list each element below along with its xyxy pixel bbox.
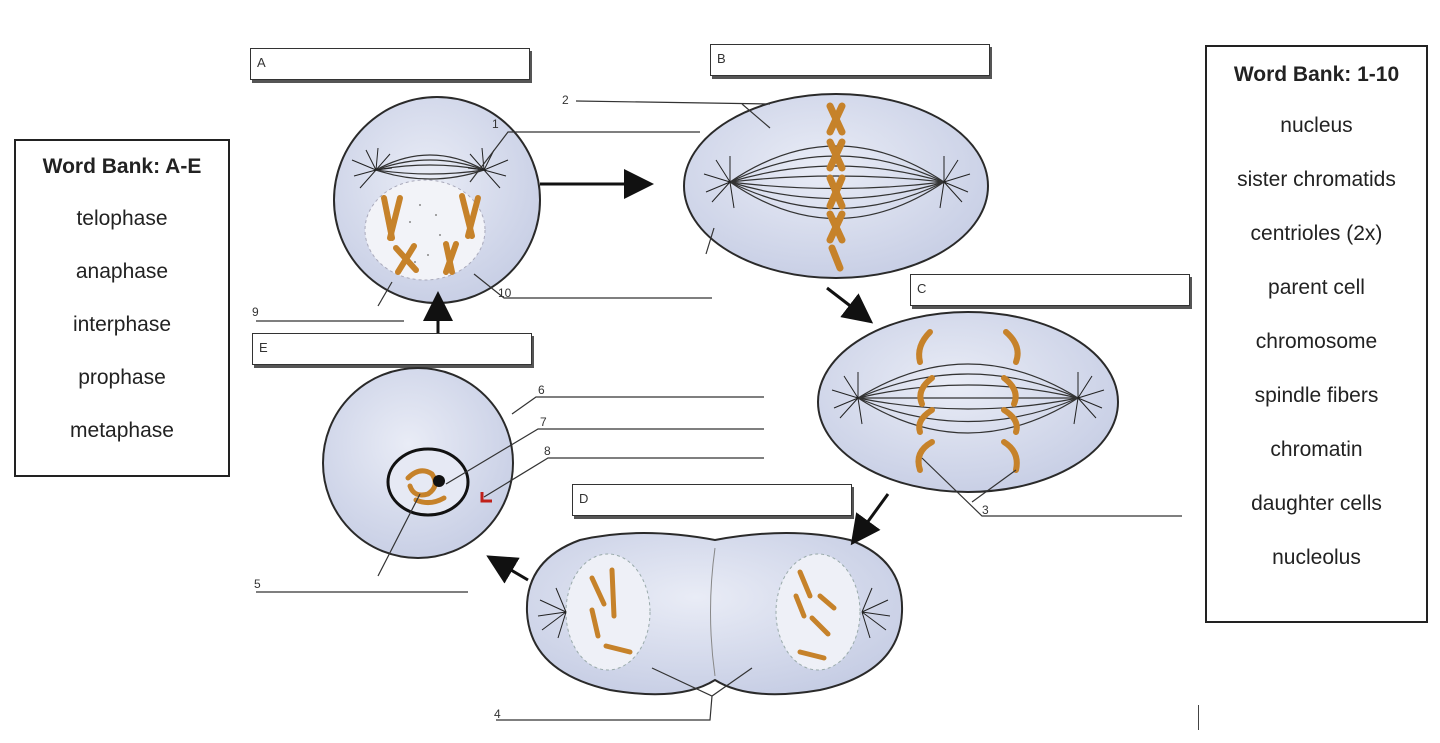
stage-d-answer-box[interactable]: D [572,484,852,516]
cell-b [683,93,989,279]
word-bank-a-e: Word Bank: A-E telophase anaphase interp… [14,139,230,477]
label-number-2: 2 [562,93,569,107]
label-number-8: 8 [544,444,551,458]
word-bank-1-10: Word Bank: 1-10 nucleus sister chromatid… [1205,45,1428,623]
stage-b-answer-box[interactable]: B [710,44,990,76]
text-cursor [1198,705,1199,730]
label-number-3: 3 [982,503,989,517]
word-bank-item: nucleus [1280,114,1353,137]
word-bank-item: parent cell [1268,276,1365,299]
label-number-6: 6 [538,383,545,397]
cell-d [525,532,904,696]
nucleolus-e [433,475,445,487]
word-bank-1-10-title: Word Bank: 1-10 [1233,63,1400,86]
stage-c-answer-box[interactable]: C [910,274,1190,306]
cell-a [333,96,541,304]
cell-e [322,367,514,559]
stage-e-letter: E [259,340,268,355]
stage-c-letter: C [917,281,927,296]
label-number-9: 9 [252,305,259,319]
stage-b-letter: B [717,51,726,66]
cycle-arrows [423,169,890,584]
word-bank-item: metaphase [70,419,174,442]
centriole-icon [480,492,492,503]
word-bank-item: sister chromatids [1237,168,1396,191]
label-number-10: 10 [498,286,512,300]
word-bank-a-e-title: Word Bank: A-E [42,155,202,178]
word-bank-item: interphase [72,313,172,336]
word-bank-item: chromatin [1270,438,1363,461]
word-bank-item: daughter cells [1251,492,1382,515]
cell-c [817,311,1119,493]
stage-d-letter: D [579,491,589,506]
label-number-4: 4 [494,707,501,721]
word-bank-item: anaphase [75,260,169,283]
label-number-1: 1 [492,117,499,131]
word-bank-item: prophase [78,366,166,389]
leader-lines [256,100,1182,721]
label-number-7: 7 [540,415,547,429]
stage-e-answer-box[interactable]: E [252,333,532,365]
word-bank-item: telophase [76,207,168,230]
word-bank-item: centrioles (2x) [1250,222,1383,245]
word-bank-item: nucleolus [1272,546,1361,569]
stage-a-letter: A [257,55,266,70]
word-bank-item: chromosome [1255,330,1378,353]
word-bank-item: spindle fibers [1254,384,1379,407]
nucleus-e [386,447,470,517]
label-number-5: 5 [254,577,261,591]
centriole-asters-a [351,147,509,189]
stage-a-answer-box[interactable]: A [250,48,530,80]
